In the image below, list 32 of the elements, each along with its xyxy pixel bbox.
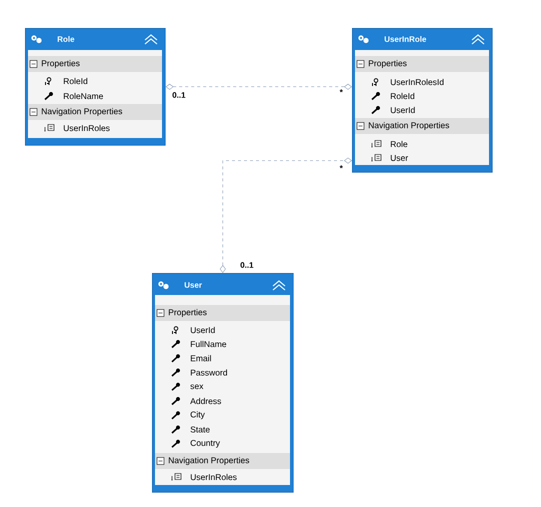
section-header: Navigation Properties — [355, 118, 489, 134]
property-name: RoleId — [64, 78, 88, 84]
property-name: UserInRolesId — [390, 78, 444, 86]
property-name: UserInRoles — [64, 124, 110, 132]
property-name: User — [390, 155, 408, 161]
property-name: UserId — [190, 326, 215, 334]
entity-name: UserInRole — [384, 36, 426, 42]
association-line — [220, 158, 352, 273]
property-name: Role — [390, 140, 408, 148]
association-line — [166, 84, 352, 90]
property-name: City — [190, 411, 205, 420]
section-header: Properties — [355, 56, 489, 72]
property-name: sex — [190, 384, 204, 390]
property-name: Country — [190, 440, 220, 448]
entity-name: Role — [58, 36, 74, 42]
section-header: Properties — [155, 305, 290, 321]
multiplicity-label: * — [340, 165, 343, 168]
property-name: Address — [190, 398, 222, 404]
property-name: FullName — [190, 340, 226, 348]
entity-name: User — [184, 282, 202, 288]
multiplicity-label: 0..1 — [172, 92, 186, 98]
property-name: RoleId — [390, 92, 414, 100]
property-name: Email — [190, 355, 211, 362]
section-header: Navigation Properties — [155, 453, 290, 469]
property-name: UserId — [390, 106, 415, 114]
property-name: State — [190, 426, 210, 432]
property-name: UserInRoles — [190, 474, 237, 480]
multiplicity-label: * — [340, 89, 343, 92]
section-header: Properties — [28, 56, 162, 72]
property-name: Password — [190, 369, 227, 376]
property-name: RoleName — [64, 92, 103, 100]
section-header: Navigation Properties — [28, 104, 162, 120]
